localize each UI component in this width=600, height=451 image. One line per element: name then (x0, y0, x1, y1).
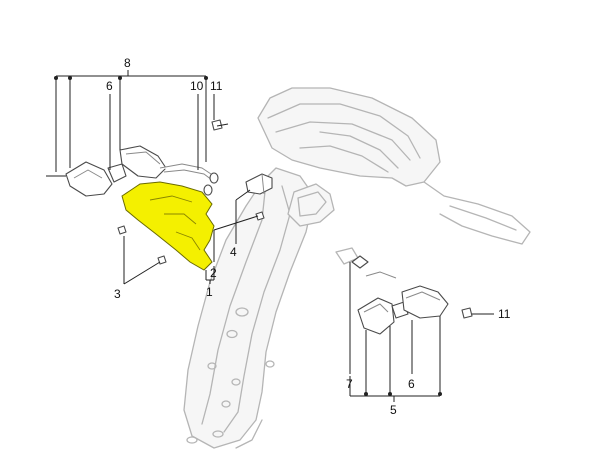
screw-2 (255, 211, 265, 221)
label-4: 4 (230, 245, 237, 259)
label-6-top: 6 (106, 79, 113, 93)
rear-mudguard-ghost (183, 87, 531, 449)
callout-leaders (54, 70, 494, 402)
left-indicator-group (46, 119, 229, 197)
label-10: 10 (190, 79, 204, 93)
label-2: 2 (210, 266, 217, 280)
highlighted-detail-line (149, 195, 201, 251)
label-7: 7 (346, 377, 353, 391)
left-indicator-lens (65, 161, 113, 197)
left-indicator-bulb (107, 163, 127, 183)
label-3: 3 (114, 287, 121, 301)
right-indicator-lens (357, 297, 395, 335)
label-5: 5 (390, 403, 397, 417)
screw-3a (117, 225, 127, 235)
left-indicator-housing (119, 145, 167, 179)
label-8: 8 (124, 56, 131, 70)
callout-labels: 8 6 10 11 4 2 3 1 11 7 6 5 (106, 56, 511, 417)
screw-11-top (211, 119, 223, 131)
right-indicator-group (351, 255, 473, 335)
label-6-bottom: 6 (408, 377, 415, 391)
screw-11-right (461, 307, 473, 319)
label-11-right: 11 (498, 307, 511, 321)
label-1: 1 (206, 285, 213, 299)
highlighted-taillight-bracket (121, 181, 215, 271)
label-11-top: 11 (210, 79, 223, 93)
right-indicator-housing (401, 285, 449, 319)
